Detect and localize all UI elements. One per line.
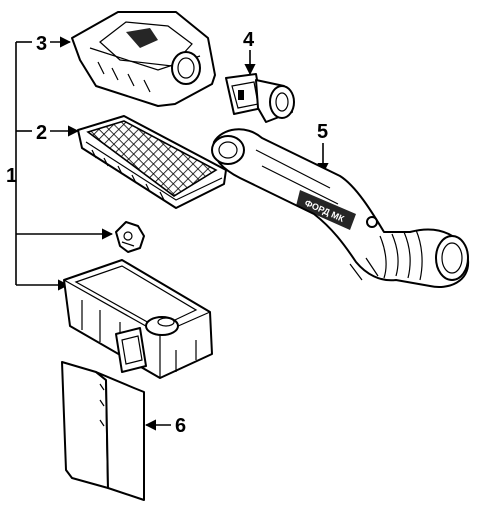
callout-5: 5: [317, 121, 328, 143]
air-cleaner-housing: [63, 259, 213, 379]
retaining-clip: [115, 221, 145, 253]
callout-1: 1: [6, 165, 17, 187]
assembly-bracket: [15, 41, 114, 291]
callout-6: 6: [175, 415, 186, 437]
air-filter-element: [77, 115, 227, 209]
air-outlet-tube: ФОРД МК: [211, 128, 470, 288]
callout-3: 3: [36, 33, 47, 55]
heat-shield: [61, 361, 145, 501]
mass-air-flow-sensor: [225, 73, 295, 123]
callout-2: 2: [36, 122, 47, 144]
air-cleaner-cover: [71, 11, 216, 107]
callout-4: 4: [243, 29, 255, 51]
